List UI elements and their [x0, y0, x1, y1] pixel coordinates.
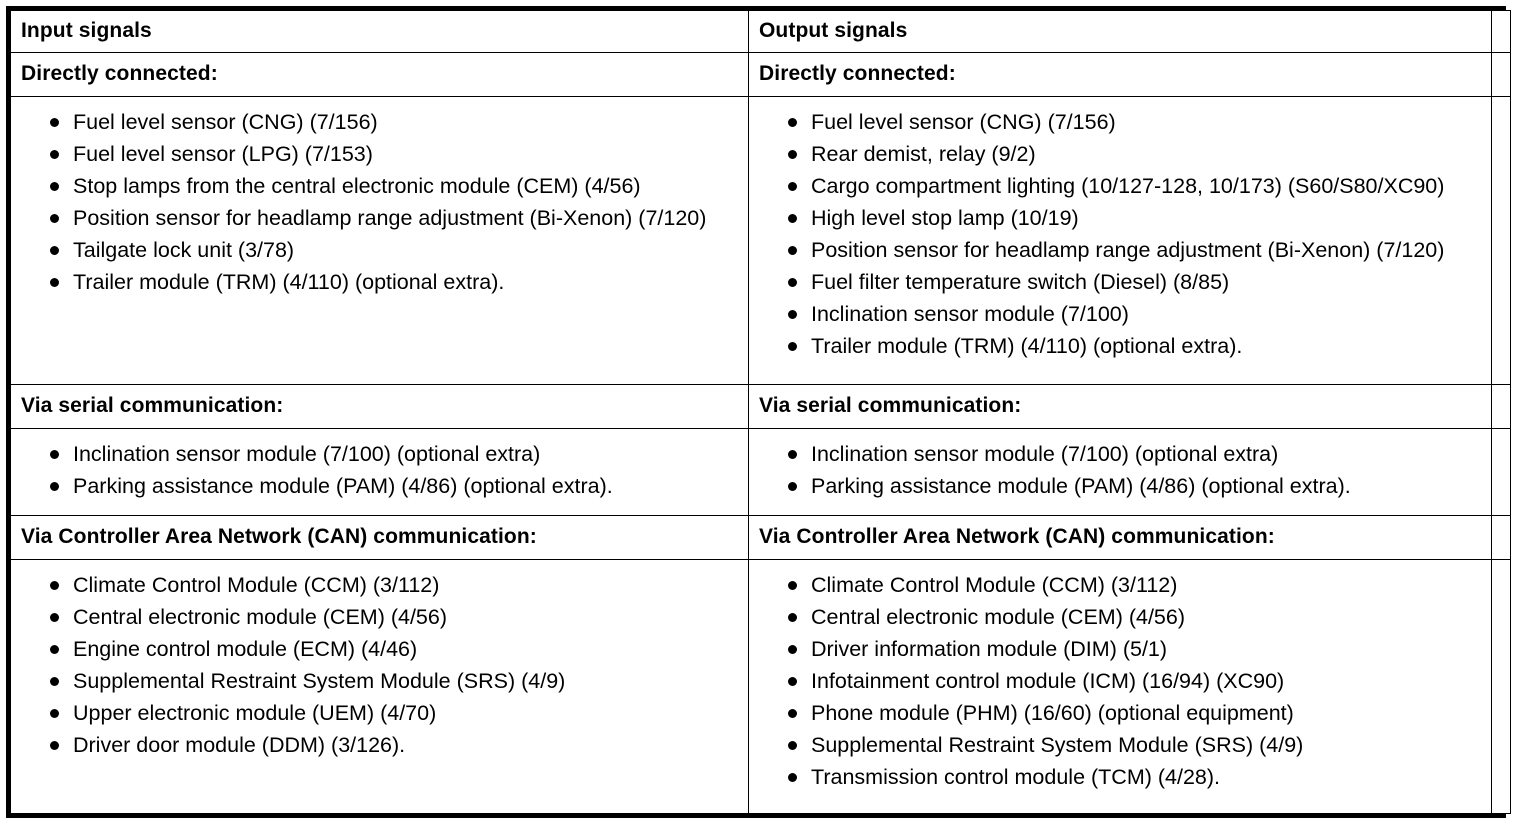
cell-input-signals-header: Input signals — [10, 10, 749, 53]
list-item: Transmission control module (TCM) (4/28)… — [749, 761, 1483, 793]
cell-output-via-can-header: Via Controller Area Network (CAN) commun… — [748, 514, 1492, 560]
list-item: Infotainment control module (ICM) (16/94… — [749, 665, 1483, 697]
list-item: Fuel filter temperature switch (Diesel) … — [749, 266, 1483, 298]
cell-output-via-serial-items: Inclination sensor module (7/100) (optio… — [748, 427, 1492, 516]
list-item: Climate Control Module (CCM) (3/112) — [749, 569, 1483, 601]
list-input-via-can: Climate Control Module (CCM) (3/112)Cent… — [11, 560, 748, 770]
list-item: High level stop lamp (10/19) — [749, 202, 1483, 234]
section-header-directly-connected-output: Directly connected: — [759, 61, 956, 85]
cell-output-via-can-items: Climate Control Module (CCM) (3/112)Cent… — [748, 558, 1492, 815]
list-item: Inclination sensor module (7/100) (optio… — [749, 438, 1483, 470]
list-item: Rear demist, relay (9/2) — [749, 138, 1483, 170]
signals-table-frame: Input signals Output signals Directly co… — [6, 6, 1511, 818]
list-item: Fuel level sensor (CNG) (7/156) — [11, 106, 740, 138]
table-row-column-headers: Input signals Output signals — [10, 10, 1511, 53]
cell-spacer-via-serial-items — [1491, 427, 1511, 516]
table-row-via-serial-header: Via serial communication: Via serial com… — [10, 383, 1511, 429]
table-row-via-can-items: Climate Control Module (CCM) (3/112)Cent… — [10, 558, 1511, 815]
list-output-via-can: Climate Control Module (CCM) (3/112)Cent… — [749, 560, 1491, 802]
table-row-via-serial-items: Inclination sensor module (7/100) (optio… — [10, 427, 1511, 516]
list-item: Tailgate lock unit (3/78) — [11, 234, 740, 266]
cell-output-directly-connected-header: Directly connected: — [748, 51, 1492, 97]
list-item: Inclination sensor module (7/100) (optio… — [11, 438, 740, 470]
cell-spacer-directly-connected-header — [1491, 51, 1511, 97]
list-item: Supplemental Restraint System Module (SR… — [749, 729, 1483, 761]
section-header-via-can-output: Via Controller Area Network (CAN) commun… — [759, 524, 1275, 548]
list-output-directly-connected: Fuel level sensor (CNG) (7/156)Rear demi… — [749, 97, 1491, 371]
list-item: Phone module (PHM) (16/60) (optional equ… — [749, 697, 1483, 729]
list-item: Cargo compartment lighting (10/127-128, … — [749, 170, 1483, 202]
list-item: Stop lamps from the central electronic m… — [11, 170, 740, 202]
list-item: Inclination sensor module (7/100) — [749, 298, 1483, 330]
list-input-directly-connected: Fuel level sensor (CNG) (7/156)Fuel leve… — [11, 97, 748, 307]
cell-input-via-serial-items: Inclination sensor module (7/100) (optio… — [10, 427, 749, 516]
cell-output-via-serial-header: Via serial communication: — [748, 383, 1492, 429]
section-header-via-serial-output: Via serial communication: — [759, 393, 1022, 417]
table-row-directly-connected-items: Fuel level sensor (CNG) (7/156)Fuel leve… — [10, 95, 1511, 385]
section-header-directly-connected-input: Directly connected: — [21, 61, 218, 85]
list-item: Position sensor for headlamp range adjus… — [11, 202, 740, 234]
list-item: Fuel level sensor (LPG) (7/153) — [11, 138, 740, 170]
cell-output-directly-connected-items: Fuel level sensor (CNG) (7/156)Rear demi… — [748, 95, 1492, 385]
section-header-via-can-input: Via Controller Area Network (CAN) commun… — [21, 524, 537, 548]
list-item: Engine control module (ECM) (4/46) — [11, 633, 740, 665]
cell-spacer-via-can-items — [1491, 558, 1511, 815]
list-input-via-serial: Inclination sensor module (7/100) (optio… — [11, 429, 748, 511]
list-item: Position sensor for headlamp range adjus… — [749, 234, 1483, 266]
cell-spacer-via-serial-header — [1491, 383, 1511, 429]
cell-spacer-header — [1491, 10, 1511, 53]
table-row-via-can-header: Via Controller Area Network (CAN) commun… — [10, 514, 1511, 560]
list-item: Fuel level sensor (CNG) (7/156) — [749, 106, 1483, 138]
cell-input-via-can-items: Climate Control Module (CCM) (3/112)Cent… — [10, 558, 749, 815]
list-output-via-serial: Inclination sensor module (7/100) (optio… — [749, 429, 1491, 511]
list-item: Central electronic module (CEM) (4/56) — [11, 601, 740, 633]
cell-spacer-directly-connected-items — [1491, 95, 1511, 385]
cell-input-via-can-header: Via Controller Area Network (CAN) commun… — [10, 514, 749, 560]
input-signals-header: Input signals — [21, 19, 152, 42]
cell-input-via-serial-header: Via serial communication: — [10, 383, 749, 429]
list-item: Driver information module (DIM) (5/1) — [749, 633, 1483, 665]
list-item: Trailer module (TRM) (4/110) (optional e… — [749, 330, 1483, 362]
list-item: Supplemental Restraint System Module (SR… — [11, 665, 740, 697]
section-header-via-serial-input: Via serial communication: — [21, 393, 284, 417]
table-row-directly-connected-header: Directly connected: Directly connected: — [10, 51, 1511, 97]
list-item: Upper electronic module (UEM) (4/70) — [11, 697, 740, 729]
cell-input-directly-connected-items: Fuel level sensor (CNG) (7/156)Fuel leve… — [10, 95, 749, 385]
list-item: Trailer module (TRM) (4/110) (optional e… — [11, 266, 740, 298]
output-signals-header: Output signals — [759, 19, 908, 42]
list-item: Central electronic module (CEM) (4/56) — [749, 601, 1483, 633]
list-item: Driver door module (DDM) (3/126). — [11, 729, 740, 761]
input-output-signals-table: Input signals Output signals Directly co… — [10, 10, 1511, 815]
cell-spacer-via-can-header — [1491, 514, 1511, 560]
cell-input-directly-connected-header: Directly connected: — [10, 51, 749, 97]
cell-output-signals-header: Output signals — [748, 10, 1492, 53]
list-item: Parking assistance module (PAM) (4/86) (… — [11, 470, 740, 502]
list-item: Parking assistance module (PAM) (4/86) (… — [749, 470, 1483, 502]
list-item: Climate Control Module (CCM) (3/112) — [11, 569, 740, 601]
